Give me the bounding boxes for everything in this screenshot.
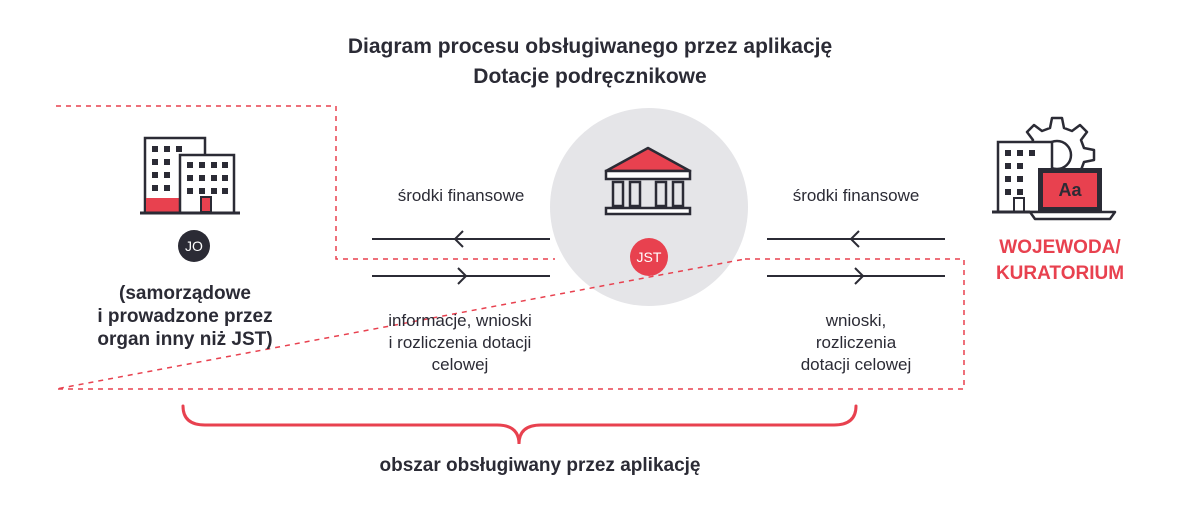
flow-label-line: rozliczenia bbox=[815, 333, 897, 352]
jo-description-line: i prowadzone przez bbox=[97, 306, 273, 327]
flow-label-line: i rozliczenia dotacji bbox=[388, 333, 532, 352]
application-area-label: obszar obsługiwany przez aplikację bbox=[379, 455, 701, 476]
wojewoda-label-line: WOJEWODA/ bbox=[999, 237, 1121, 258]
school-buildings-icon bbox=[140, 136, 240, 215]
arrow-jst-to-wojewoda bbox=[767, 267, 945, 285]
flow-label-line: informacje, wnioski bbox=[388, 311, 532, 330]
flow-label-line: dotacji celowej bbox=[800, 355, 912, 374]
diagram-title-line2: Dotacje podręcznikowe bbox=[473, 65, 707, 88]
application-area-brace bbox=[181, 404, 858, 445]
wojewoda-label: WOJEWODA/ KURATORIUM bbox=[975, 235, 1145, 287]
arrow-jo-to-jst bbox=[372, 267, 550, 285]
flow-label-line: celowej bbox=[431, 355, 489, 374]
flow-label-right-top: środki finansowe bbox=[792, 186, 920, 205]
jst-badge: JST bbox=[630, 238, 668, 276]
application-area-boundary bbox=[55, 105, 965, 390]
flow-label-right-bottom: wnioski, rozliczenia dotacji celowej bbox=[767, 310, 945, 376]
flow-label-left-bottom: informacje, wnioski i rozliczenia dotacj… bbox=[360, 310, 560, 376]
flow-label-left-top: środki finansowe bbox=[397, 186, 525, 205]
jo-description-line: (samorządowe bbox=[119, 283, 251, 304]
arrow-left-to-jo bbox=[372, 230, 550, 248]
arrow-wojewoda-to-jst bbox=[767, 230, 945, 248]
wojewoda-office-icon bbox=[992, 116, 1117, 221]
jo-badge: JO bbox=[178, 230, 210, 262]
jo-description-line: organ inny niż JST) bbox=[97, 329, 273, 350]
wojewoda-label-line: KURATORIUM bbox=[995, 263, 1125, 284]
flow-label-line: wnioski, bbox=[825, 311, 887, 330]
diagram-title-line1: Diagram procesu obsługiwanego przez apli… bbox=[347, 35, 833, 58]
jo-description: (samorządowe i prowadzone przez organ in… bbox=[70, 282, 300, 351]
laptop-screen-text: Aa bbox=[1058, 180, 1082, 200]
institution-building-icon bbox=[604, 146, 692, 216]
